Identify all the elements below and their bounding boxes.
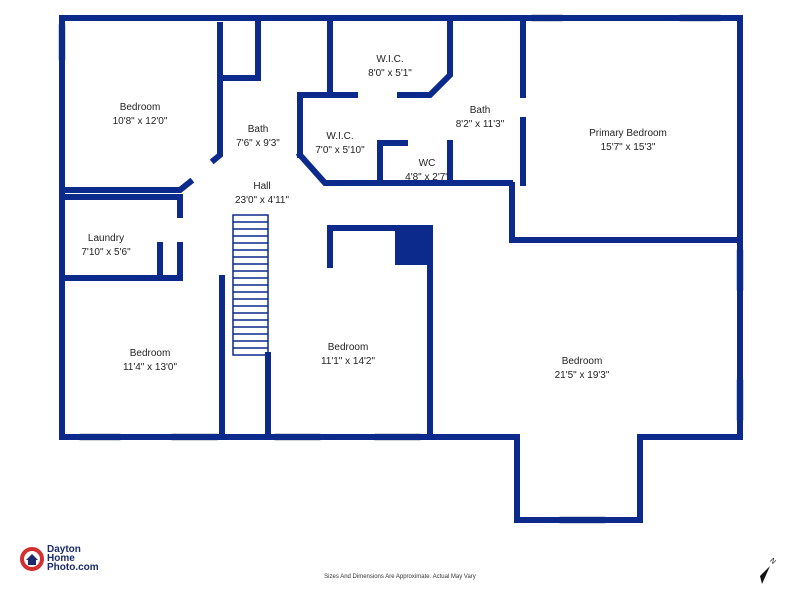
room-name: WC (418, 158, 436, 169)
room-size: 11'4" x 13'0" (122, 362, 178, 373)
room-name: Hall (253, 181, 271, 192)
logo-line-3: Photo.com (47, 562, 99, 573)
room-size: 8'2" x 11'3" (455, 119, 505, 130)
staircase[interactable] (232, 214, 269, 356)
room-name: Laundry (87, 233, 125, 244)
room-wic-2: W.I.C. 7'0" x 5'10" (315, 130, 364, 158)
room-bedroom-middle: Bedroom 11'1" x 14'2" (321, 341, 375, 369)
room-size: 7'10" x 5'6" (81, 247, 131, 258)
room-size: 15'7" x 15'3" (600, 142, 656, 153)
room-primary-bedroom: Primary Bedroom 15'7" x 15'3" (589, 127, 667, 155)
room-size: 8'0" x 5'1" (368, 68, 412, 79)
disclaimer: Sizes And Dimensions Are Approximate. Ac… (324, 574, 476, 580)
room-name: Bedroom (129, 348, 171, 359)
room-wc: WC 4'8" x 2'7" (405, 157, 449, 185)
room-size: 10'8" x 12'0" (112, 116, 168, 127)
room-bath-1: Bath 7'6" x 9'3" (236, 123, 280, 151)
room-size: 7'6" x 9'3" (236, 138, 280, 149)
room-size: 23'0" x 4'11" (234, 195, 290, 206)
room-name: Bath (469, 105, 491, 116)
room-wic-1: W.I.C. 8'0" x 5'1" (368, 53, 412, 81)
room-name: W.I.C. (326, 131, 354, 142)
room-name: Bath (247, 124, 269, 135)
room-bedroom-sw: Bedroom 11'4" x 13'0" (123, 347, 177, 375)
logo: Dayton Home Photo.com (20, 544, 99, 573)
room-size: 11'1" x 14'2" (320, 356, 376, 367)
room-laundry: Laundry 7'10" x 5'6" (81, 232, 130, 260)
room-name: Bedroom (561, 356, 603, 367)
room-bath-2: Bath 8'2" x 11'3" (456, 104, 505, 132)
room-name: Bedroom (327, 342, 369, 353)
room-size: 7'0" x 5'10" (315, 145, 365, 156)
room-hall: Hall 23'0" x 4'11" (235, 180, 289, 208)
logo-house-icon (20, 546, 44, 571)
room-name: W.I.C. (376, 54, 404, 65)
logo-line-1: Dayton (47, 544, 81, 555)
room-name: Primary Bedroom (589, 128, 667, 139)
room-bedroom-nw: Bedroom 10'8" x 12'0" (113, 101, 168, 129)
logo-line-2: Home (47, 553, 75, 564)
room-size: 4'8" x 2'7" (405, 172, 449, 183)
room-bedroom-se: Bedroom 21'5" x 19'3" (555, 355, 610, 383)
north-arrow-icon: N (748, 557, 778, 595)
room-name: Bedroom (119, 102, 161, 113)
room-size: 21'5" x 19'3" (554, 370, 610, 381)
interior-walls (59, 15, 743, 440)
exterior-walls (59, 15, 743, 523)
